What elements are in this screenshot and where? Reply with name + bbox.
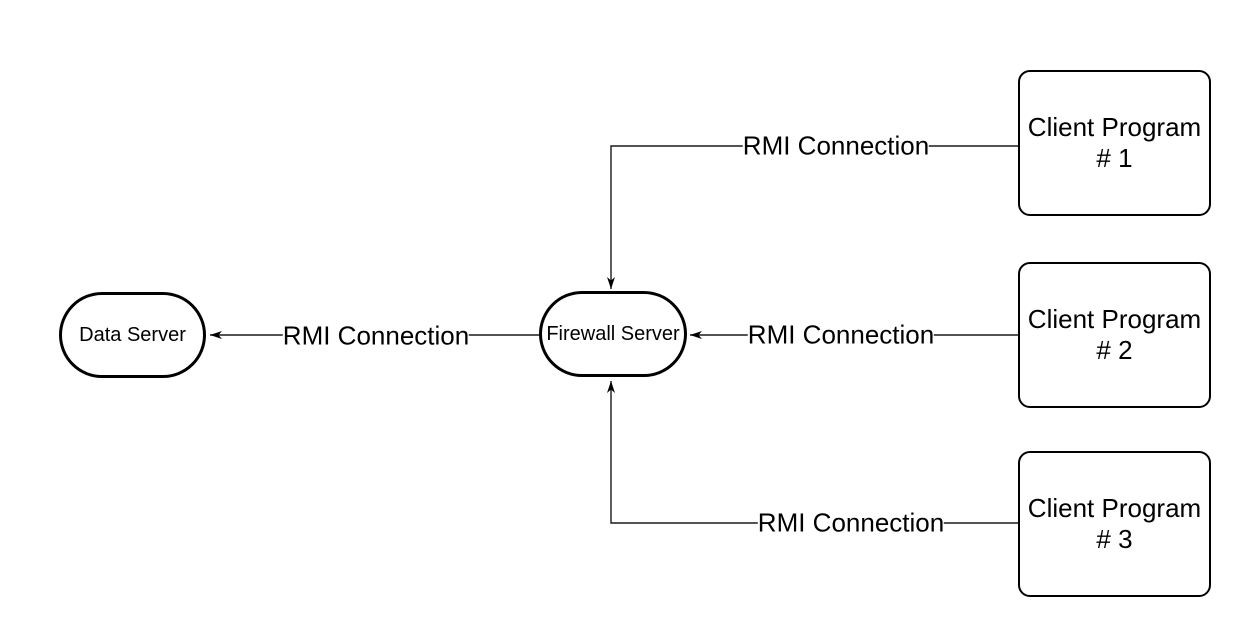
node-client-program-1-label: Client Program: [1027, 111, 1202, 142]
node-client-program-2: Client Program # 2: [1018, 262, 1211, 408]
node-firewall-server-label: Firewall Server: [546, 323, 680, 345]
edge-label-rmi-connection-2: RMI Connection: [747, 319, 935, 350]
node-client-program-3-label: Client Program: [1027, 492, 1202, 523]
node-client-program-1: Client Program # 1: [1018, 70, 1211, 216]
edge-label-rmi-connection-4: RMI Connection: [282, 320, 470, 351]
node-firewall-server: Firewall Server: [539, 291, 687, 377]
node-client-program-3-number: # 3: [1096, 524, 1133, 554]
node-client-program-2-label: Client Program: [1027, 303, 1202, 334]
edge-label-rmi-connection-3: RMI Connection: [757, 507, 945, 538]
node-data-server-label: Data Server: [79, 324, 186, 346]
node-client-program-2-number: # 2: [1096, 335, 1133, 365]
node-data-server: Data Server: [59, 292, 206, 378]
connector-client1-to-firewall: [607, 145, 1018, 289]
node-client-program-1-number: # 1: [1096, 143, 1133, 173]
edge-label-rmi-connection-1: RMI Connection: [742, 130, 930, 161]
connector-client3-to-firewall: [607, 381, 1018, 524]
node-client-program-3: Client Program # 3: [1018, 451, 1211, 597]
